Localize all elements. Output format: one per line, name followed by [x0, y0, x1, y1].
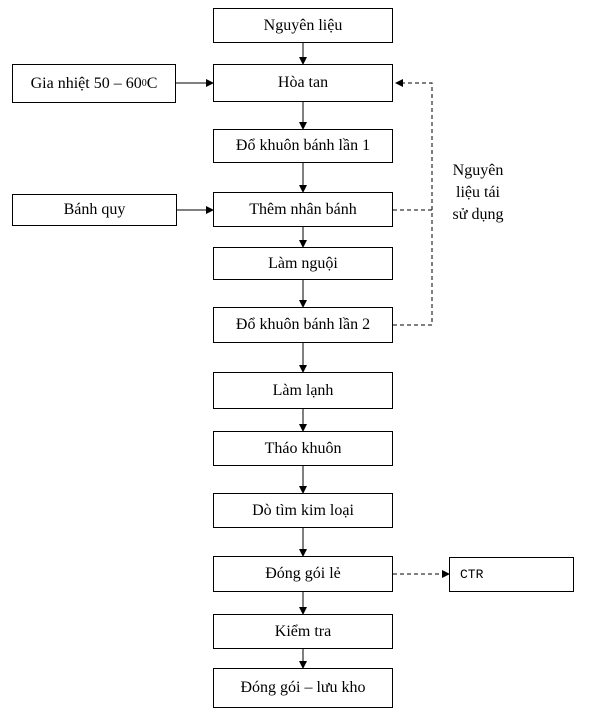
heating-unit: C: [146, 74, 158, 92]
step-inspect: Kiểm tra: [213, 614, 393, 649]
heating-text: Gia nhiệt 50 – 60: [30, 74, 142, 92]
step-metal-detect: Dò tìm kim loại: [213, 493, 393, 528]
step-add-filling: Thêm nhân bánh: [213, 192, 393, 227]
step-mold-2: Đổ khuôn bánh lần 2: [213, 307, 393, 343]
step-pack-store: Đóng gói – lưu kho: [213, 668, 393, 708]
waste-box: CTR: [449, 557, 574, 592]
recycle-note: Nguyên liệu tái sử dụng: [452, 162, 504, 223]
step-mold-1: Đổ khuôn bánh lần 1: [213, 129, 393, 163]
step-pack-single: Đóng gói lẻ: [213, 556, 393, 592]
step-demold: Tháo khuôn: [213, 431, 393, 466]
recycle-loop: [393, 79, 433, 326]
input-biscuit: Bánh quy: [12, 194, 177, 226]
step-raw-material: Nguyên liệu: [213, 8, 393, 43]
step-dissolve: Hòa tan: [213, 64, 393, 102]
step-cooling: Làm nguội: [213, 247, 393, 280]
step-chilling: Làm lạnh: [213, 372, 393, 409]
